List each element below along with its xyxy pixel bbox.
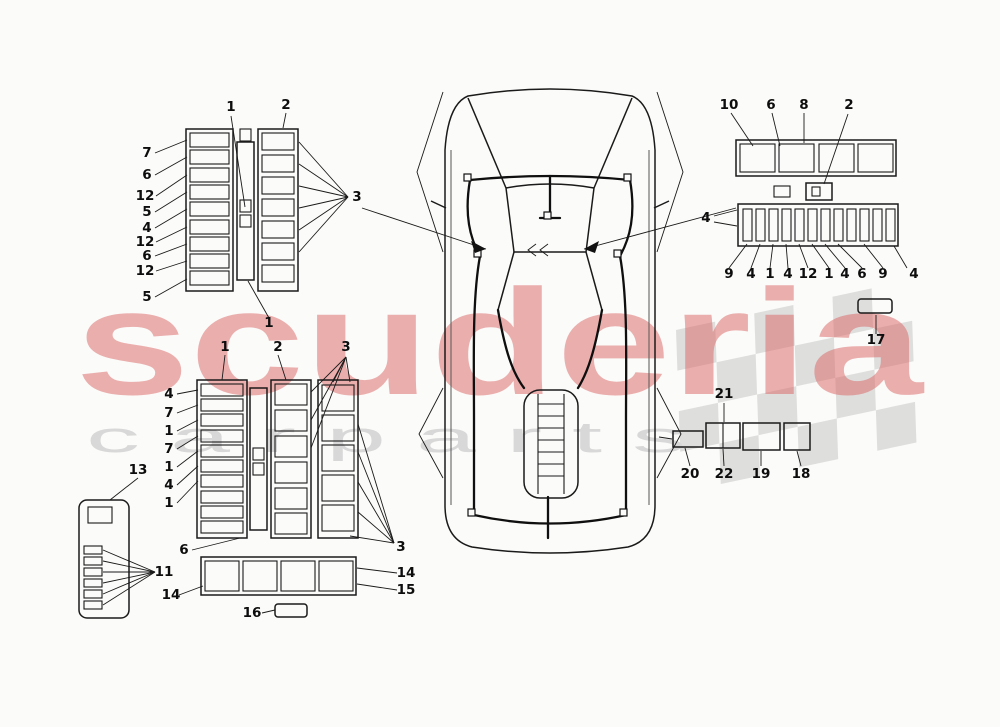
watermark-tagline: c a r p a r t s [86,413,686,462]
callout-label: 4 [164,477,173,493]
callout-label: 5 [142,204,151,220]
left-component: 13 11 [78,462,174,619]
pointer-arrows [361,207,737,253]
callout-label: 12 [799,266,818,282]
callout-label: 12 [136,263,155,279]
fuse-cells [204,560,354,592]
callout-label: 2 [844,97,853,113]
right-modules: 21 20 22 19 18 [658,386,811,482]
fuse-cells [739,143,894,173]
fusebox-upper-right: 10 6 8 2 4 9 4 1 4 12 1 4 6 9 4 17 [701,97,918,348]
callout-label: 17 [867,332,886,348]
callout-label: 19 [752,466,771,482]
callout-label: 14 [162,587,181,603]
callout-label: 7 [142,145,151,161]
leader-lines [178,567,398,614]
callout-label: 4 [746,266,755,282]
component-terminals [83,545,103,610]
callout-label: 1 [164,495,173,511]
callout-label: 3 [341,339,350,355]
callout-label: 7 [164,441,173,457]
callout-label: 22 [715,466,734,482]
fuse-cells [200,383,244,534]
callout-label: 6 [179,542,188,558]
car-top-view [361,88,737,554]
detail-wedges [416,91,684,479]
fuse-cells [261,132,295,283]
leader-lines [154,112,349,319]
fusebox-mid-left: 1 2 3 4 7 1 7 1 4 1 6 3 [164,339,405,558]
callout-label: 4 [840,266,849,282]
fuse-cells [321,384,355,532]
callout-label: 18 [792,466,811,482]
callout-label: 12 [136,234,155,250]
callout-label: 1 [226,99,235,115]
callout-label: 1 [220,339,229,355]
fuse-cells [274,383,308,535]
callout-label: 1 [164,423,173,439]
callout-label: 2 [273,339,282,355]
leader-lines [102,477,156,606]
callout-label: 3 [352,189,361,205]
callout-label: 6 [142,167,151,183]
leader-lines [713,112,908,334]
callout-label: 15 [397,582,416,598]
callout-label: 6 [766,97,775,113]
callout-label: 4 [142,220,151,236]
callout-label: 8 [799,97,808,113]
fuse-cells [742,208,896,242]
callout-label: 5 [142,289,151,305]
callout-label: 3 [396,539,405,555]
callout-label: 6 [142,248,151,264]
callout-label: 9 [724,266,733,282]
callout-label: 4 [909,266,918,282]
callout-label: 14 [397,565,416,581]
callout-label: 2 [281,97,290,113]
callout-label: 20 [681,466,700,482]
callout-label: 4 [701,210,710,226]
callout-label: 4 [783,266,792,282]
leader-lines [176,354,395,551]
callout-label: 21 [715,386,734,402]
callout-label: 9 [878,266,887,282]
wiring-harness [463,173,634,540]
watermark: scuderia c a r p a r t s [75,258,925,462]
callout-label: 11 [155,564,174,580]
callout-label: 1 [264,315,273,331]
callout-label: 7 [164,405,173,421]
callout-label: 1 [164,459,173,475]
watermark-brand: scuderia [75,258,925,426]
callout-label: 4 [164,386,173,402]
callout-label: 13 [129,462,148,478]
callout-label: 1 [824,266,833,282]
fuse-cells [189,132,230,286]
callout-label: 1 [765,266,774,282]
leader-lines [658,403,802,467]
callout-label: 10 [720,97,739,113]
fusebox-upper-left: 1 2 7 6 12 5 4 12 6 12 5 3 1 [136,97,362,331]
callout-label: 12 [136,188,155,204]
callout-label: 6 [857,266,866,282]
callout-label: 16 [243,605,262,621]
fusebox-bottom: 14 14 15 16 [162,556,416,621]
